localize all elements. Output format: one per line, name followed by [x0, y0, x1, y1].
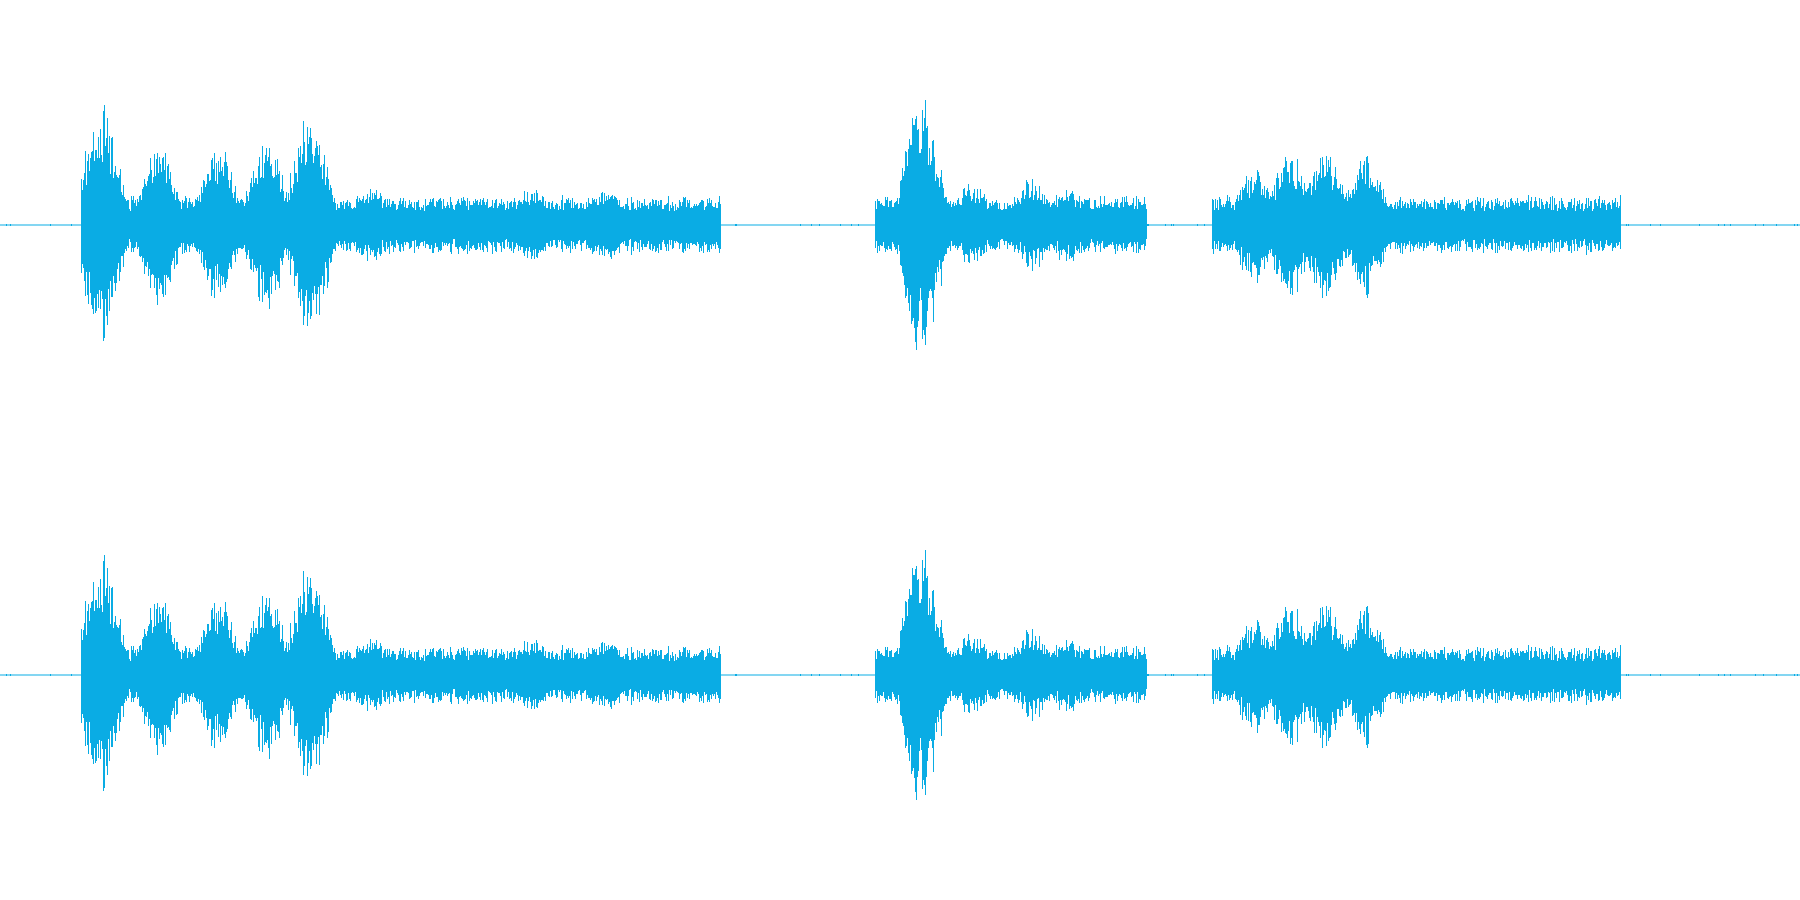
waveform-trace [6, 550, 1798, 800]
waveform-channel-2 [0, 550, 1800, 800]
waveform-trace [6, 100, 1798, 350]
waveform-channel-1 [0, 100, 1800, 350]
